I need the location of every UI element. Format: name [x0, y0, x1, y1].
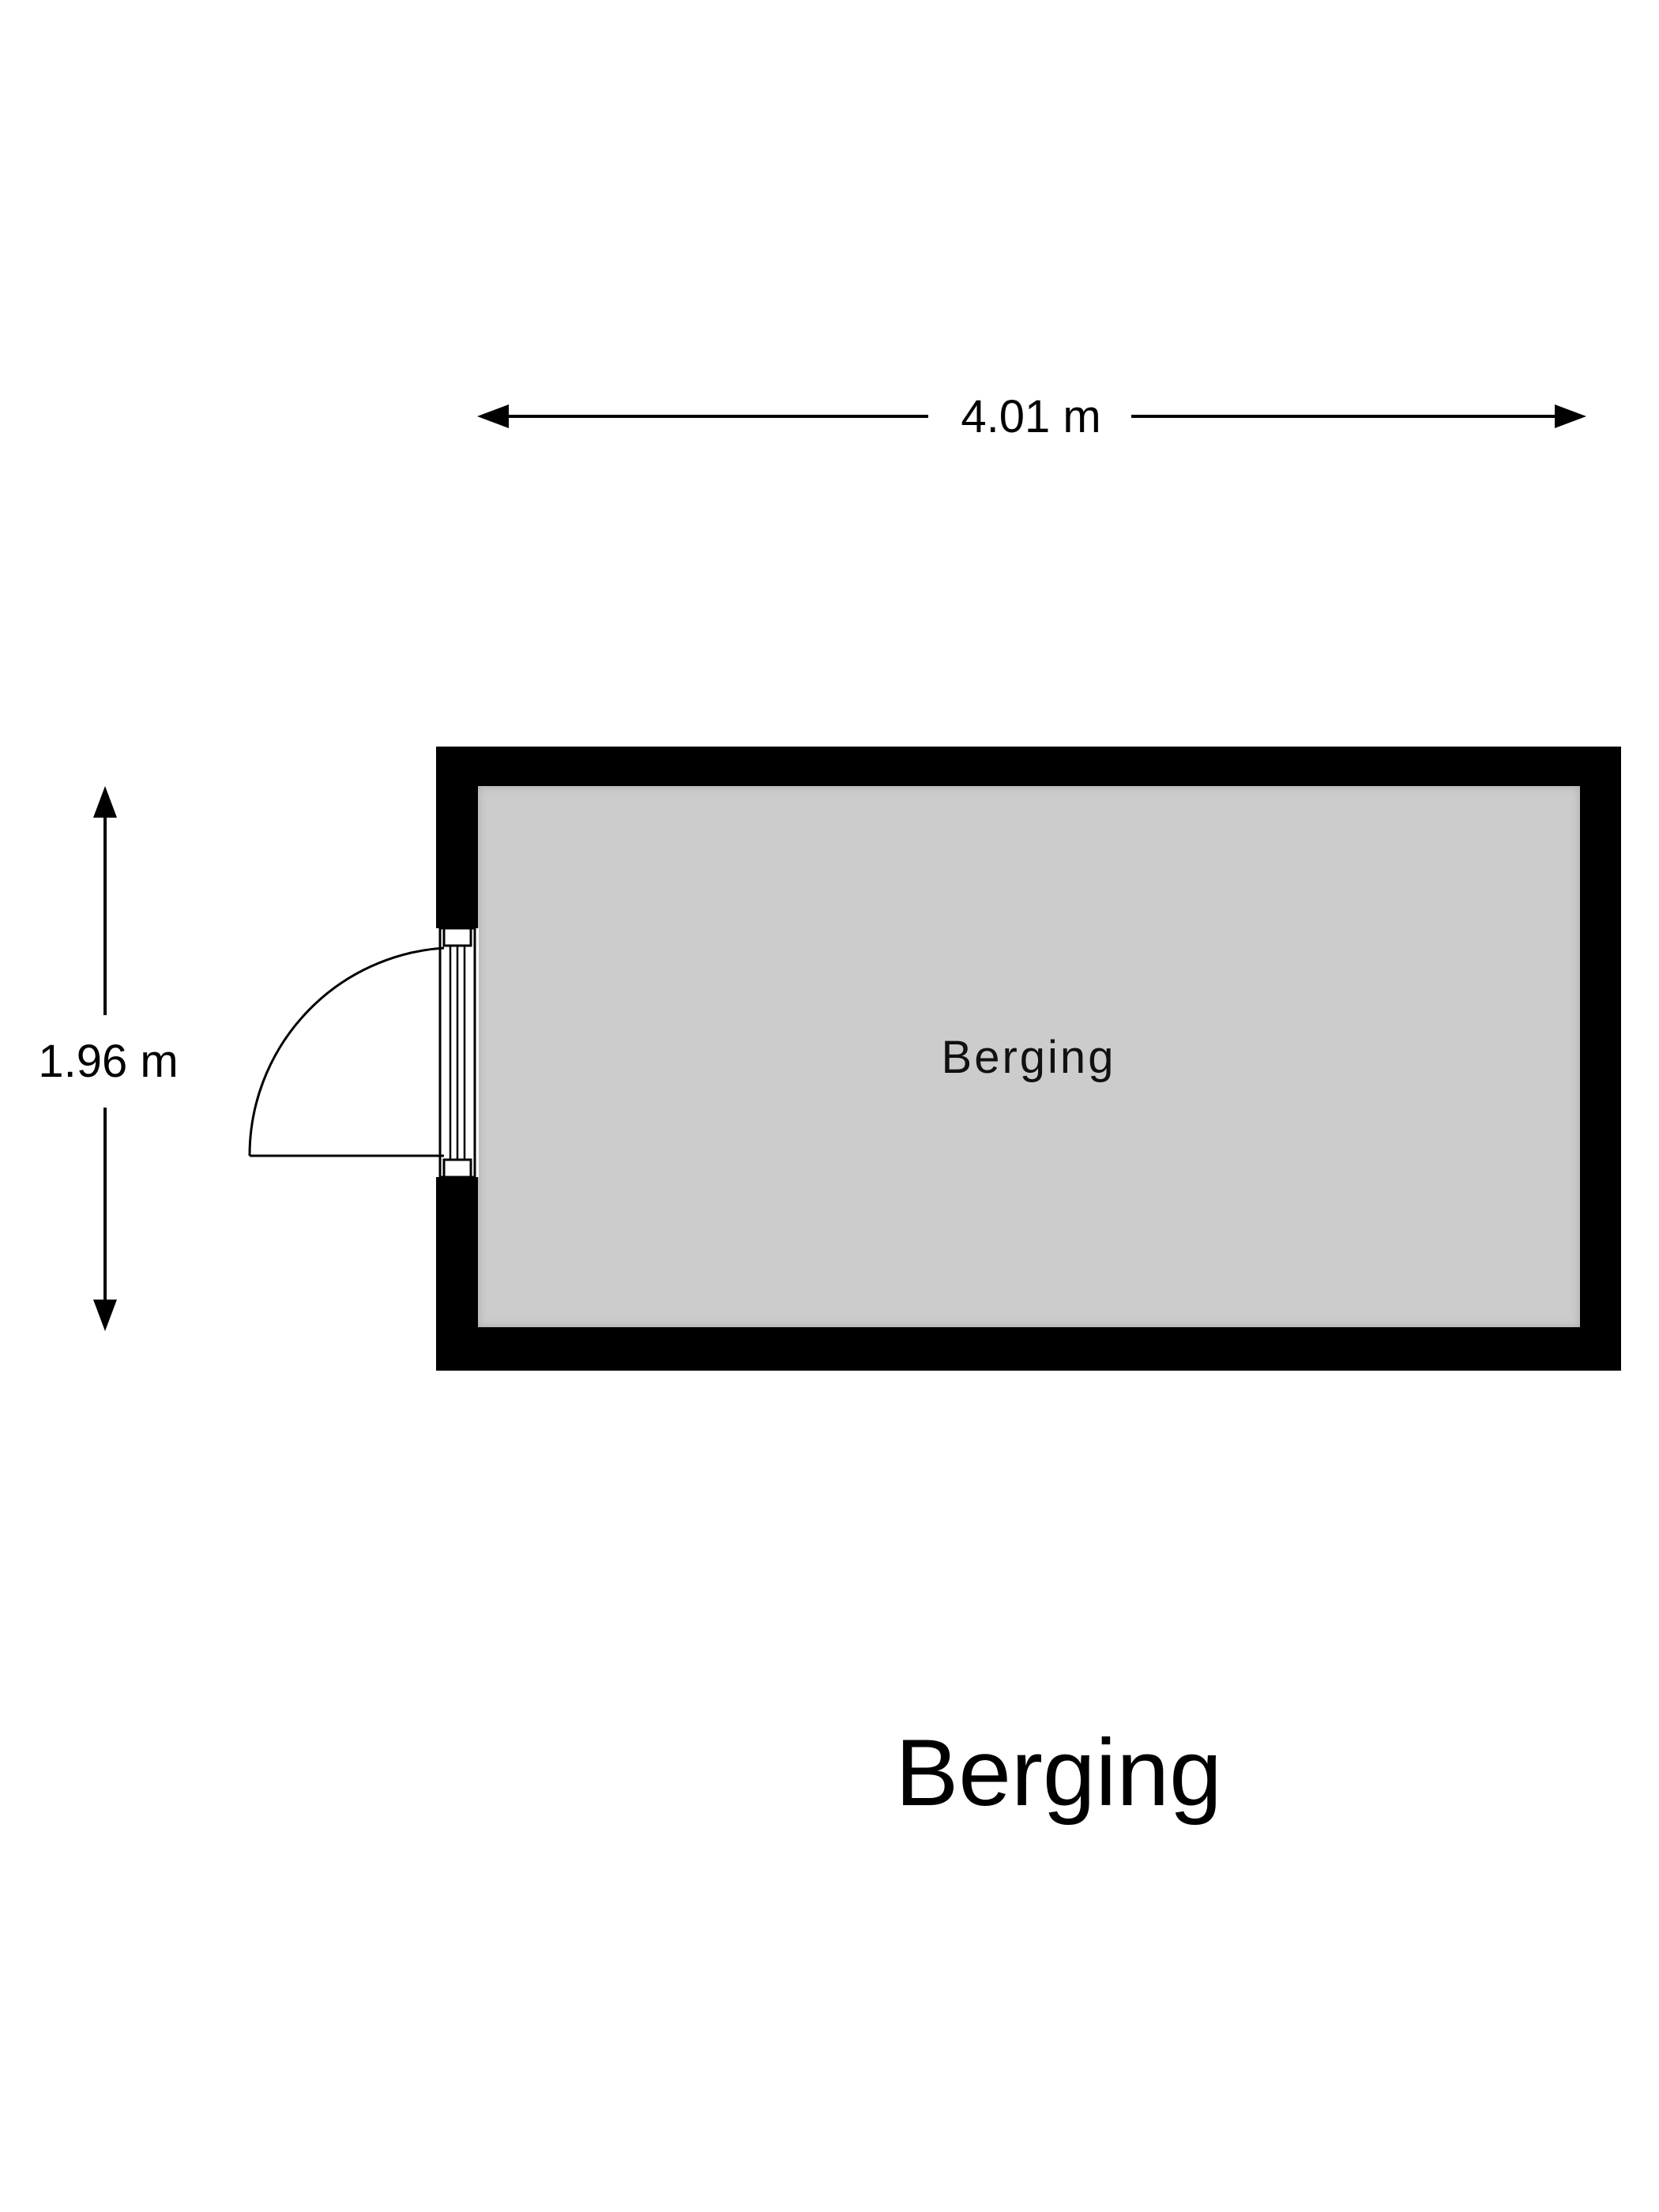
door-jamb-bottom [442, 1158, 472, 1179]
width-dimension: 4.01 m [477, 391, 1586, 442]
width-dimension-label: 4.01 m [961, 391, 1100, 442]
arrow-left-icon [477, 404, 509, 428]
door-jamb-top [442, 927, 472, 947]
plan-title: Berging [895, 1720, 1222, 1826]
height-dimension: 1.96 m [38, 786, 179, 1331]
room-floor [478, 786, 1580, 1327]
height-dimension-label: 1.96 m [38, 1036, 178, 1087]
arrow-down-icon [93, 1300, 117, 1331]
door-swing-arc [248, 946, 445, 1157]
room-label: Berging [942, 1032, 1116, 1083]
room-berging: Berging [436, 747, 1621, 1371]
door [248, 927, 479, 1179]
arrow-right-icon [1555, 404, 1586, 428]
arrow-up-icon [93, 786, 117, 818]
